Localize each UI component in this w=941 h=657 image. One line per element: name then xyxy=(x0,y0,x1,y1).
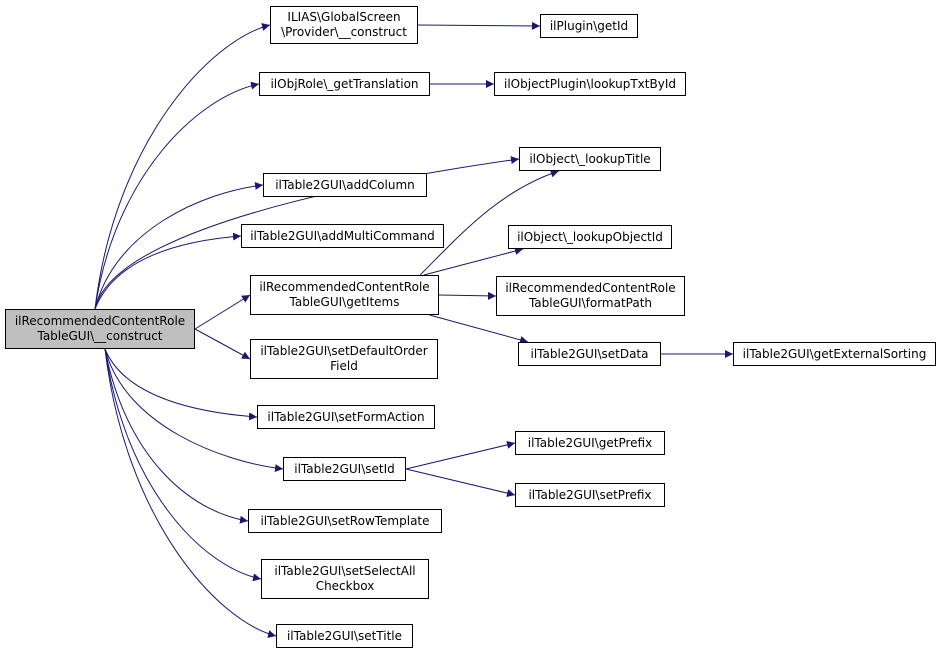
node-table2gui-setformaction[interactable]: ilTable2GUI\setFormAction xyxy=(257,405,435,429)
node-table2gui-addmulticommand[interactable]: ilTable2GUI\addMultiCommand xyxy=(241,224,444,248)
edge-setid-to-getprefix xyxy=(405,440,516,470)
edge-getitems-to-setdata xyxy=(429,314,529,344)
node-label: ilTable2GUI\setRowTemplate xyxy=(260,513,430,528)
edge-getitems-to-formatpath xyxy=(438,291,497,300)
node-label: ilTable2GUI\setTitle xyxy=(286,628,403,643)
edge-root-to-setrowtemplate xyxy=(104,348,249,524)
node-getitems[interactable]: ilRecommendedContentRole TableGUI\getIte… xyxy=(250,275,439,315)
node-label: ilObjRole\_getTranslation xyxy=(270,76,419,91)
edge-getitems-to-object_lookuptitle xyxy=(419,169,559,276)
node-label: ilTable2GUI\setPrefix xyxy=(528,487,652,502)
node-label: ilTable2GUI\setData xyxy=(530,346,649,361)
node-table2gui-settitle[interactable]: ilTable2GUI\setTitle xyxy=(276,624,413,648)
edge-root-to-getitems xyxy=(194,294,251,330)
node-label: ilTable2GUI\addMultiCommand xyxy=(250,228,435,243)
edge-root-to-setformaction xyxy=(104,348,258,421)
edge-root-to-objrole_gettranslation xyxy=(94,81,260,310)
node-label: ilRecommendedContentRole TableGUI\format… xyxy=(505,281,676,310)
edge-root-to-setdefaultorderfield xyxy=(194,328,251,360)
edge-root-to-addmulticommand xyxy=(94,232,242,310)
edge-global_screen_construct-to-plugin_getid xyxy=(417,21,541,30)
node-table2gui-addcolumn[interactable]: ilTable2GUI\addColumn xyxy=(263,173,427,197)
node-objrole-gettranslation[interactable]: ilObjRole\_getTranslation xyxy=(259,72,430,96)
node-formatpath[interactable]: ilRecommendedContentRole TableGUI\format… xyxy=(496,276,685,316)
edge-root-to-addcolumn xyxy=(94,181,264,310)
node-table2gui-setselectallcheckbox[interactable]: ilTable2GUI\setSelectAll Checkbox xyxy=(261,559,429,599)
edge-root-to-setselectallcheckbox xyxy=(104,348,262,582)
node-global-screen-provider-construct[interactable]: ILIAS\GlobalScreen \Provider\__construct xyxy=(270,6,418,44)
node-label: ilObject\_lookupObjectId xyxy=(517,229,663,244)
node-label: ilObject\_lookupTitle xyxy=(529,151,651,166)
node-label: ilRecommendedContentRole TableGUI\getIte… xyxy=(259,280,430,309)
edge-root-to-global_screen_construct xyxy=(94,23,271,310)
node-table2gui-setprefix[interactable]: ilTable2GUI\setPrefix xyxy=(515,483,665,507)
node-table2gui-setrowtemplate[interactable]: ilTable2GUI\setRowTemplate xyxy=(248,509,442,533)
node-label: ilTable2GUI\setFormAction xyxy=(267,409,425,424)
edge-setid-to-setprefix xyxy=(405,468,516,498)
node-table2gui-getprefix[interactable]: ilTable2GUI\getPrefix xyxy=(515,431,665,455)
node-label: ilRecommendedContentRole TableGUI\__cons… xyxy=(14,314,186,343)
node-object-lookupobjectid[interactable]: ilObject\_lookupObjectId xyxy=(508,225,672,249)
node-label: ilTable2GUI\setDefaultOrder Field xyxy=(260,344,428,373)
node-plugin-getid[interactable]: ilPlugin\getId xyxy=(540,14,638,38)
node-label: ilTable2GUI\getExternalSorting xyxy=(742,346,927,361)
node-label: ilTable2GUI\setSelectAll Checkbox xyxy=(274,564,416,593)
node-table2gui-setdefaultorderfield[interactable]: ilTable2GUI\setDefaultOrder Field xyxy=(250,339,438,379)
edge-root-to-object_lookuptitle xyxy=(94,156,520,310)
node-label: ilPlugin\getId xyxy=(549,18,629,33)
node-label: ilObjectPlugin\lookupTxtById xyxy=(504,76,676,91)
node-objectplugin-lookuptxtbyid[interactable]: ilObjectPlugin\lookupTxtById xyxy=(494,72,686,96)
node-table2gui-getexternalsorting[interactable]: ilTable2GUI\getExternalSorting xyxy=(733,342,936,366)
node-table2gui-setid[interactable]: ilTable2GUI\setId xyxy=(283,457,406,481)
node-object-lookuptitle[interactable]: ilObject\_lookupTitle xyxy=(519,147,661,171)
edge-getitems-to-object_lookupobjectid xyxy=(423,247,524,276)
node-label: ilTable2GUI\setId xyxy=(294,461,395,476)
edge-root-to-setid xyxy=(104,348,284,473)
node-label: ILIAS\GlobalScreen \Provider\__construct xyxy=(281,10,407,39)
edge-root-to-settitle xyxy=(104,348,277,638)
node-label: ilTable2GUI\addColumn xyxy=(275,177,415,192)
node-label: ilTable2GUI\getPrefix xyxy=(527,435,653,450)
node-table2gui-setdata[interactable]: ilTable2GUI\setData xyxy=(518,342,661,366)
node-root-construct[interactable]: ilRecommendedContentRole TableGUI\__cons… xyxy=(5,309,195,349)
